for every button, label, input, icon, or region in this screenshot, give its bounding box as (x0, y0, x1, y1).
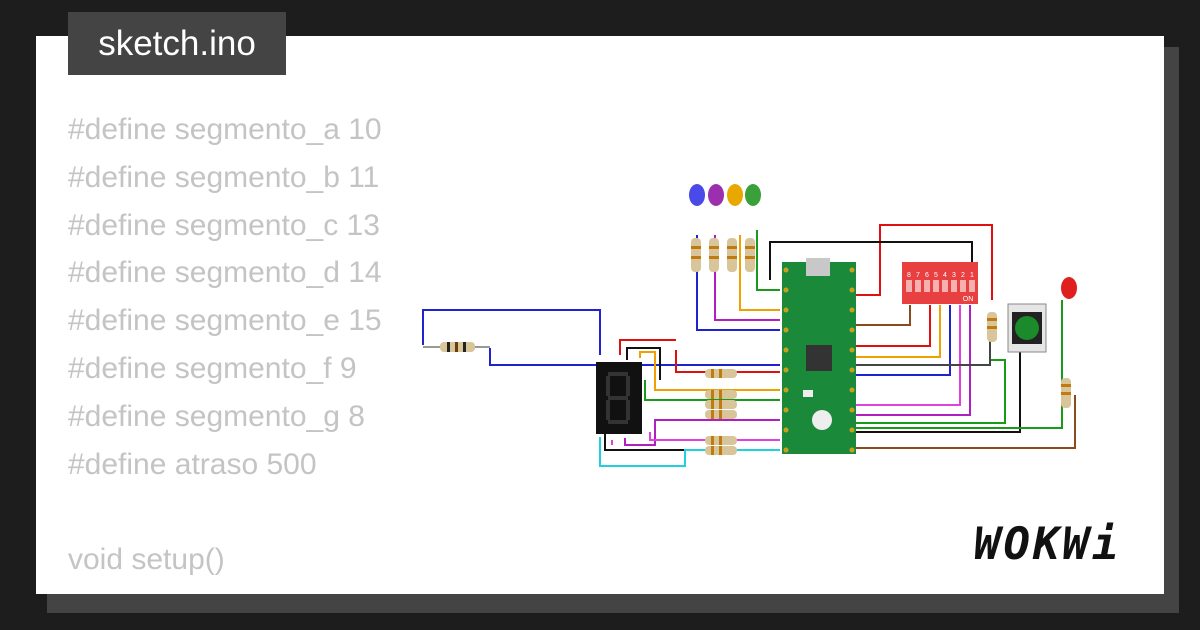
wire-green (644, 380, 780, 401)
resistor-icon (705, 369, 737, 455)
wire-black (855, 350, 1021, 433)
code-line: #define segmento_c 13 (68, 208, 380, 242)
dip-number: 8 (907, 272, 911, 279)
dip-number: 1 (970, 272, 974, 279)
code-line: { (68, 584, 382, 594)
wire-blue (855, 305, 951, 376)
raspberry-pi-pico-board (782, 258, 856, 454)
wire-orange (855, 305, 941, 358)
code-preview: #define segmento_a 10 #define segmento_b… (68, 106, 382, 594)
seven-segment-display (596, 362, 642, 434)
dip-number: 5 (934, 272, 938, 279)
wokwi-logo: WOKWi (974, 519, 1122, 570)
dip-switch: 8 7 6 5 4 3 2 1 ON (902, 262, 978, 304)
code-line: #define atraso 500 (68, 447, 317, 481)
wire-blue (489, 348, 780, 366)
resistor-icon (423, 342, 490, 352)
wire-green (756, 230, 780, 291)
wire-purple (855, 305, 971, 416)
dip-number: 6 (925, 272, 929, 279)
wire-red (675, 350, 780, 373)
file-tab[interactable]: sketch.ino (68, 12, 286, 75)
dip-on-label: ON (963, 296, 974, 303)
code-line: void setup() (68, 543, 225, 577)
code-line: #define segmento_b 11 (68, 160, 380, 194)
code-line: #define segmento_a 10 (68, 113, 382, 146)
push-button (1007, 303, 1047, 353)
code-line: #define segmento_e 15 (68, 304, 382, 338)
wire-orange (739, 235, 780, 311)
wire-green (855, 300, 1063, 429)
dip-number: 2 (961, 272, 965, 279)
code-line: #define segmento_f 9 (68, 351, 357, 385)
wire-red (855, 224, 993, 300)
wire-pink (855, 305, 961, 406)
wire-red (619, 339, 676, 355)
dip-number: 7 (916, 272, 920, 279)
resistor-icon (987, 312, 1071, 408)
dip-number: 3 (952, 272, 956, 279)
wire-blue (422, 309, 601, 355)
code-line: #define segmento_g 8 (68, 399, 365, 433)
led-icon (689, 184, 1077, 299)
wire-purple (624, 419, 780, 446)
dip-number: 4 (943, 272, 947, 279)
wire-brown (855, 395, 1076, 449)
wire-green (855, 340, 1006, 424)
wire-red (855, 305, 931, 347)
code-line: #define segmento_d 14 (68, 256, 382, 290)
wire-black (626, 347, 661, 380)
wire-brown (855, 305, 911, 326)
wire-cyan (599, 437, 780, 467)
wire-orange (639, 351, 780, 391)
resistor-icon (691, 238, 755, 272)
